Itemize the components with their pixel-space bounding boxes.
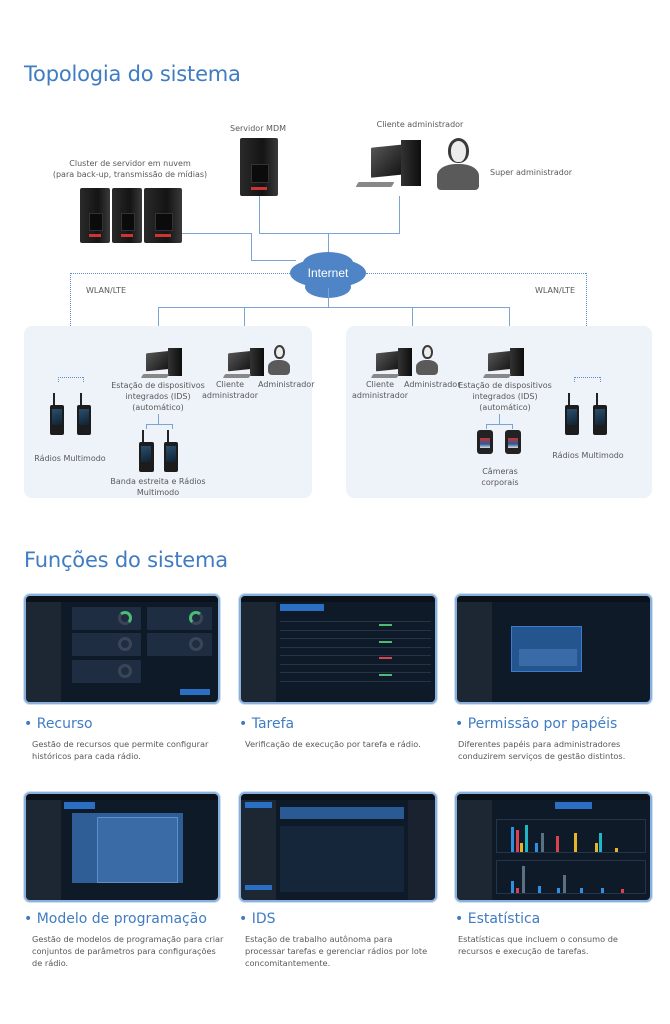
left-admin-person-icon [268, 345, 290, 375]
cluster-server-icon [80, 188, 110, 243]
screenshot-modelo [24, 792, 220, 902]
feature-title-text: Estatística [467, 911, 541, 927]
bullet-icon: • [455, 911, 464, 927]
feature-desc-line: históricos para cada rádio. [32, 751, 141, 761]
multimode-radio-icon [565, 393, 579, 435]
cloud-cluster-label: Cluster de servidor em nuvem (para back-… [45, 158, 215, 180]
left-ids-label: Estação de dispositivos integrados (IDS)… [108, 380, 208, 413]
feature-desc-recurso: Gestão de recursos que permite configura… [32, 738, 208, 762]
feature-desc-ids: Estação de trabalho autônoma para proces… [245, 933, 427, 969]
feature-desc-line: Diferentes papéis para administradores [458, 739, 621, 749]
feature-desc-tarefa: Verificação de execução por tarefa e rád… [245, 738, 421, 750]
right-admin-client-label-line2: administrador [351, 391, 409, 400]
mdm-server-label: Servidor MDM [229, 124, 286, 133]
left-admin-client-label-line1: Cliente [215, 380, 245, 389]
left-admin-client-label: Cliente administrador [200, 379, 260, 401]
wlan-lte-right-label: WLAN/LTE [535, 286, 575, 295]
left-admin-label: Administrador [258, 380, 315, 389]
cloud-cluster-label-line2: (para back-up, transmissão de mídias) [52, 170, 208, 179]
right-admin-client-computer-icon [370, 348, 416, 380]
feature-desc-line: Gestão de modelos de programação para cr… [32, 934, 224, 944]
feature-desc-line: recursos e execução de tarefas. [458, 946, 589, 956]
bullet-icon: • [455, 716, 464, 732]
feature-desc-line: de rádio. [32, 958, 69, 968]
multimode-radio-icon [77, 393, 91, 435]
wlan-lte-left-label: WLAN/LTE [86, 286, 126, 295]
multimode-radio-icon [164, 430, 178, 472]
right-ids-label-line2: integrados (IDS) [472, 392, 538, 401]
right-admin-client-label-line1: Cliente [365, 380, 395, 389]
feature-desc-line: concomitantemente. [245, 958, 331, 968]
body-cameras-label: Câmeras corporais [460, 466, 540, 488]
cluster-server-icon [112, 188, 142, 243]
right-multimode-radios-label: Rádios Multimodo [552, 451, 624, 460]
body-cameras-label-line2: corporais [481, 478, 519, 487]
bullet-icon: • [239, 716, 248, 732]
feature-title-text: IDS [251, 911, 276, 927]
left-multimode-radios-label: Rádios Multimodo [34, 454, 106, 463]
screenshot-permissao [455, 594, 652, 704]
left-ids-label-line2: integrados (IDS) [125, 392, 191, 401]
feature-title-text: Permissão por papéis [467, 716, 618, 732]
feature-desc-modelo: Gestão de modelos de programação para cr… [32, 933, 223, 969]
feature-title-modelo: • Modelo de programação [24, 911, 207, 927]
feature-title-estatistica: • Estatística [455, 911, 540, 927]
feature-desc-line: Estatísticas que incluem o consumo de [458, 934, 618, 944]
right-admin-person-icon [416, 345, 438, 375]
internet-label: Internet [307, 266, 349, 280]
left-ids-label-line3: (automático) [132, 403, 184, 412]
screenshot-tarefa [239, 594, 437, 704]
feature-title-text: Tarefa [251, 716, 295, 732]
narrowband-radio-icon [139, 430, 154, 472]
feature-desc-line: processar tarefas e gerenciar rádios por… [245, 946, 428, 956]
bullet-icon: • [24, 716, 33, 732]
body-camera-icon [505, 430, 521, 454]
narrowband-label-line1: Banda estreita e Rádios [110, 477, 206, 486]
admin-client-label: Cliente administrador [376, 120, 464, 129]
narrowband-label: Banda estreita e Rádios Multimodo [108, 476, 208, 498]
feature-title-recurso: • Recurso [24, 716, 93, 732]
feature-desc-line: conduzirem serviços de gestão distintos. [458, 751, 626, 761]
feature-desc-permissao: Diferentes papéis para administradores c… [458, 738, 625, 762]
body-cameras-label-line1: Câmeras [482, 467, 518, 476]
screenshot-estatistica [455, 792, 652, 902]
cluster-server-icon [144, 188, 182, 243]
left-ids-label-line1: Estação de dispositivos [111, 381, 205, 390]
right-admin-client-label: Cliente administrador [350, 379, 410, 401]
left-ids-computer-icon [140, 348, 186, 380]
feature-desc-line: Verificação de execução por tarefa e rád… [245, 739, 421, 749]
screenshot-recurso [24, 594, 220, 704]
feature-desc-line: Estação de trabalho autônoma para [245, 934, 393, 944]
multimode-radio-icon [50, 393, 64, 435]
super-admin-label: Super administrador [490, 168, 573, 177]
feature-title-tarefa: • Tarefa [239, 716, 294, 732]
mdm-server-icon [240, 138, 278, 196]
feature-title-ids: • IDS [239, 911, 276, 927]
screenshot-ids [239, 792, 437, 902]
feature-desc-line: conjuntos de parâmetros para configuraçõ… [32, 946, 216, 956]
right-ids-label-line1: Estação de dispositivos [458, 381, 552, 390]
feature-desc-estatistica: Estatísticas que incluem o consumo de re… [458, 933, 618, 957]
right-ids-computer-icon [482, 348, 528, 380]
body-camera-icon [477, 430, 493, 454]
right-admin-label: Administrador [404, 380, 461, 389]
super-admin-person-icon [437, 138, 479, 190]
right-ids-label-line3: (automático) [479, 403, 531, 412]
right-ids-label: Estação de dispositivos integrados (IDS)… [455, 380, 555, 413]
feature-title-text: Recurso [36, 716, 93, 732]
feature-desc-line: Gestão de recursos que permite configura… [32, 739, 209, 749]
left-admin-client-label-line2: administrador [201, 391, 259, 400]
functions-title: Funções do sistema [24, 548, 228, 572]
feature-title-text: Modelo de programação [36, 911, 207, 927]
multimode-radio-icon [593, 393, 607, 435]
cloud-cluster-label-line1: Cluster de servidor em nuvem [69, 159, 191, 168]
topology-title: Topologia do sistema [24, 62, 241, 86]
narrowband-label-line2: Multimodo [136, 488, 180, 497]
left-admin-client-computer-icon [222, 348, 268, 380]
bullet-icon: • [239, 911, 248, 927]
admin-client-computer-icon [355, 140, 425, 190]
feature-title-permissao: • Permissão por papéis [455, 716, 617, 732]
bullet-icon: • [24, 911, 33, 927]
